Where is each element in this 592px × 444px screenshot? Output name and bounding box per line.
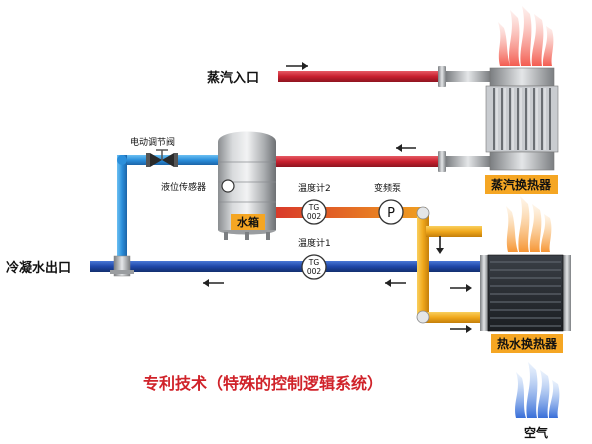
flow-arrow-down <box>436 236 444 254</box>
gauge-2-top: TG <box>308 203 320 212</box>
pump-icon[interactable] <box>378 199 404 225</box>
thermometer-1-label: 温度计1 <box>298 237 331 249</box>
gauge-1-bottom: 002 <box>307 267 322 276</box>
patent-technology-text: 专利技术（特殊的控制逻辑系统） <box>143 374 383 393</box>
hot-water-heat-exchanger <box>480 254 571 332</box>
steam-inlet-arrow <box>286 62 308 70</box>
air-plume-blue-icon <box>515 362 560 418</box>
gauge-2-bottom: 002 <box>307 212 322 221</box>
vfd-pump-label: 变频泵 <box>374 182 401 194</box>
steam-heat-exchanger <box>485 67 559 171</box>
electric-valve-icon[interactable] <box>146 149 178 167</box>
steam-return-arrow <box>396 144 416 152</box>
steam-hx-label: 蒸汽换热器 <box>491 177 552 192</box>
hot-water-supply-pipe <box>276 206 482 324</box>
valve-label: 电动调节阀 <box>130 136 175 148</box>
gauge-1-top: TG <box>308 258 320 267</box>
tank-label-box <box>231 214 265 230</box>
condensate-arrow-left-2 <box>385 279 406 287</box>
hot-water-hx-label: 热水换热器 <box>497 336 558 351</box>
thermometer-1-gauge-icon <box>301 254 327 280</box>
pump-symbol: P <box>387 206 395 221</box>
heat-plume-red-icon <box>498 6 554 66</box>
condensate-outlet-label: 冷凝水出口 <box>6 260 71 276</box>
flow-arrow-right-upper <box>450 284 472 292</box>
steam-inlet-label: 蒸汽入口 <box>207 70 259 86</box>
thermometer-2-label: 温度计2 <box>298 182 331 194</box>
steam-inlet-pipe <box>278 66 490 87</box>
heat-plume-orange-icon <box>506 196 552 252</box>
steam-return-pipe <box>276 151 490 172</box>
flow-arrow-right-lower <box>450 325 472 333</box>
valve-line-pipe <box>117 155 218 263</box>
condensate-arrow-left-1 <box>203 279 224 287</box>
hot-water-hx-label-box <box>491 334 563 353</box>
level-sensor-label: 液位传感器 <box>161 181 206 193</box>
condensate-outlet-pipe <box>90 255 480 277</box>
tank-label: 水箱 <box>237 215 259 229</box>
air-label: 空气 <box>524 425 548 440</box>
steam-hx-label-box <box>485 175 558 194</box>
thermometer-2-gauge-icon <box>301 199 327 225</box>
